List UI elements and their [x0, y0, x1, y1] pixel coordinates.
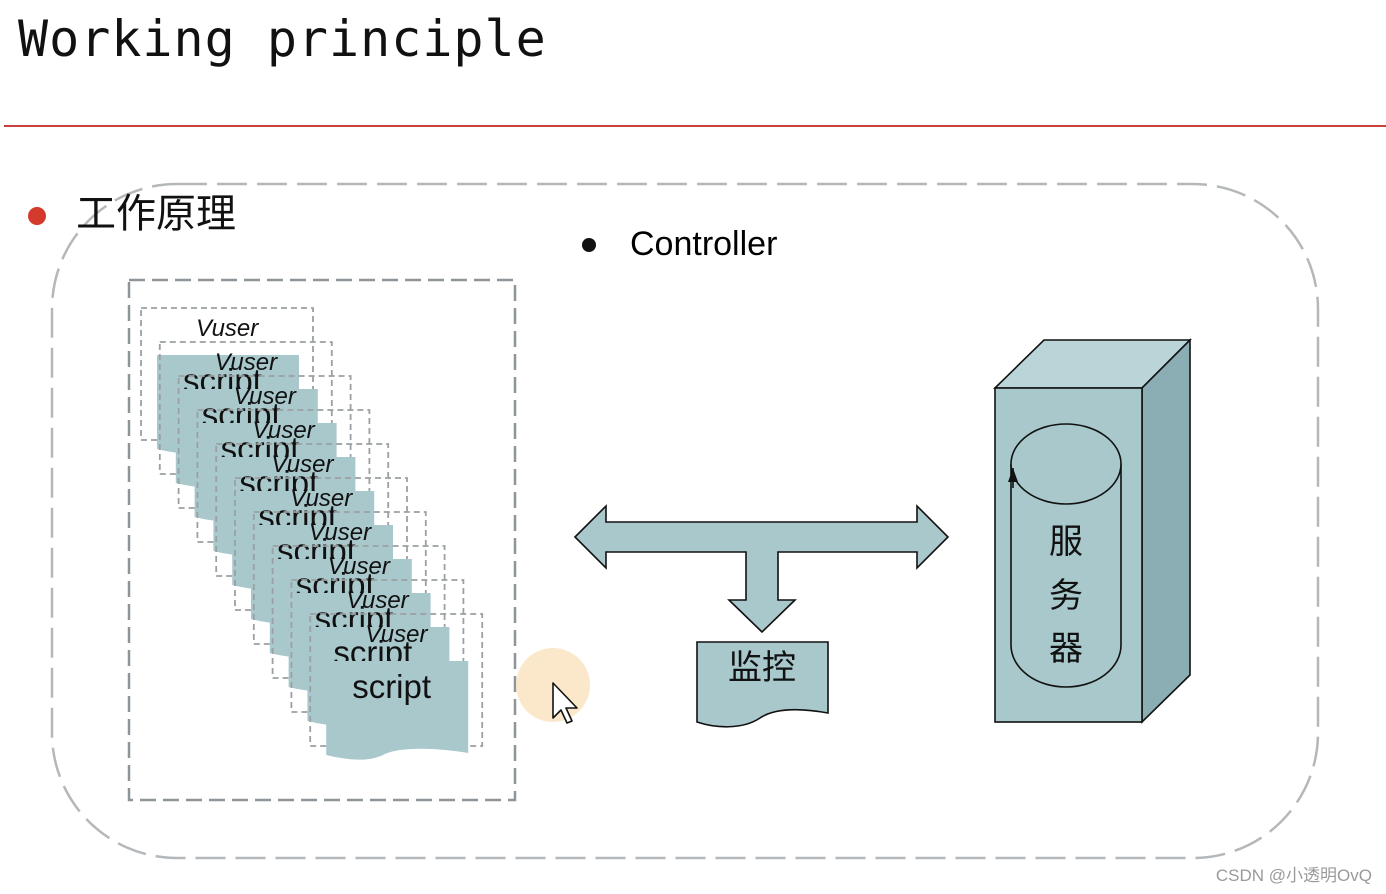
cursor-pointer-icon: [552, 682, 578, 724]
load-generator-frame: [127, 278, 517, 802]
vuser-label: Vuser: [309, 519, 372, 546]
vuser-label: Vuser: [234, 383, 297, 410]
bullet-dot-black: [582, 238, 596, 252]
page-title: Working principle: [18, 10, 547, 68]
vuser-label: Vuser: [196, 315, 259, 342]
server-label-char-1: 服: [1049, 522, 1083, 562]
watermark: CSDN @小透明OvQ: [1215, 866, 1372, 885]
outer-dashed-frame: [50, 182, 1320, 860]
controller-arrow: [573, 504, 950, 634]
vuser-script-stack: VuserscriptVuserscriptVuserscriptVusersc…: [140, 307, 484, 760]
monitor-label: 监控: [728, 648, 796, 688]
title-divider: [4, 125, 1386, 127]
vuser-label: Vuser: [365, 621, 428, 648]
vuser-label: Vuser: [215, 349, 278, 376]
monitor-document: [696, 641, 829, 728]
vuser-label: Vuser: [328, 553, 391, 580]
bullet-dot-red: [28, 207, 46, 225]
controller-label: Controller: [630, 225, 777, 263]
server-label-char-3: 器: [1049, 629, 1083, 669]
script-label: script: [352, 668, 431, 705]
vuser-label: Vuser: [346, 587, 409, 614]
vuser-label: Vuser: [271, 451, 334, 478]
vuser-label: Vuser: [252, 417, 315, 444]
server-box: [993, 338, 1192, 724]
server-label-char-2: 务: [1049, 576, 1083, 616]
bullet-text-main: 工作原理: [76, 191, 236, 237]
vuser-label: Vuser: [290, 485, 353, 512]
vuser-card: Vuser script: [309, 613, 484, 760]
